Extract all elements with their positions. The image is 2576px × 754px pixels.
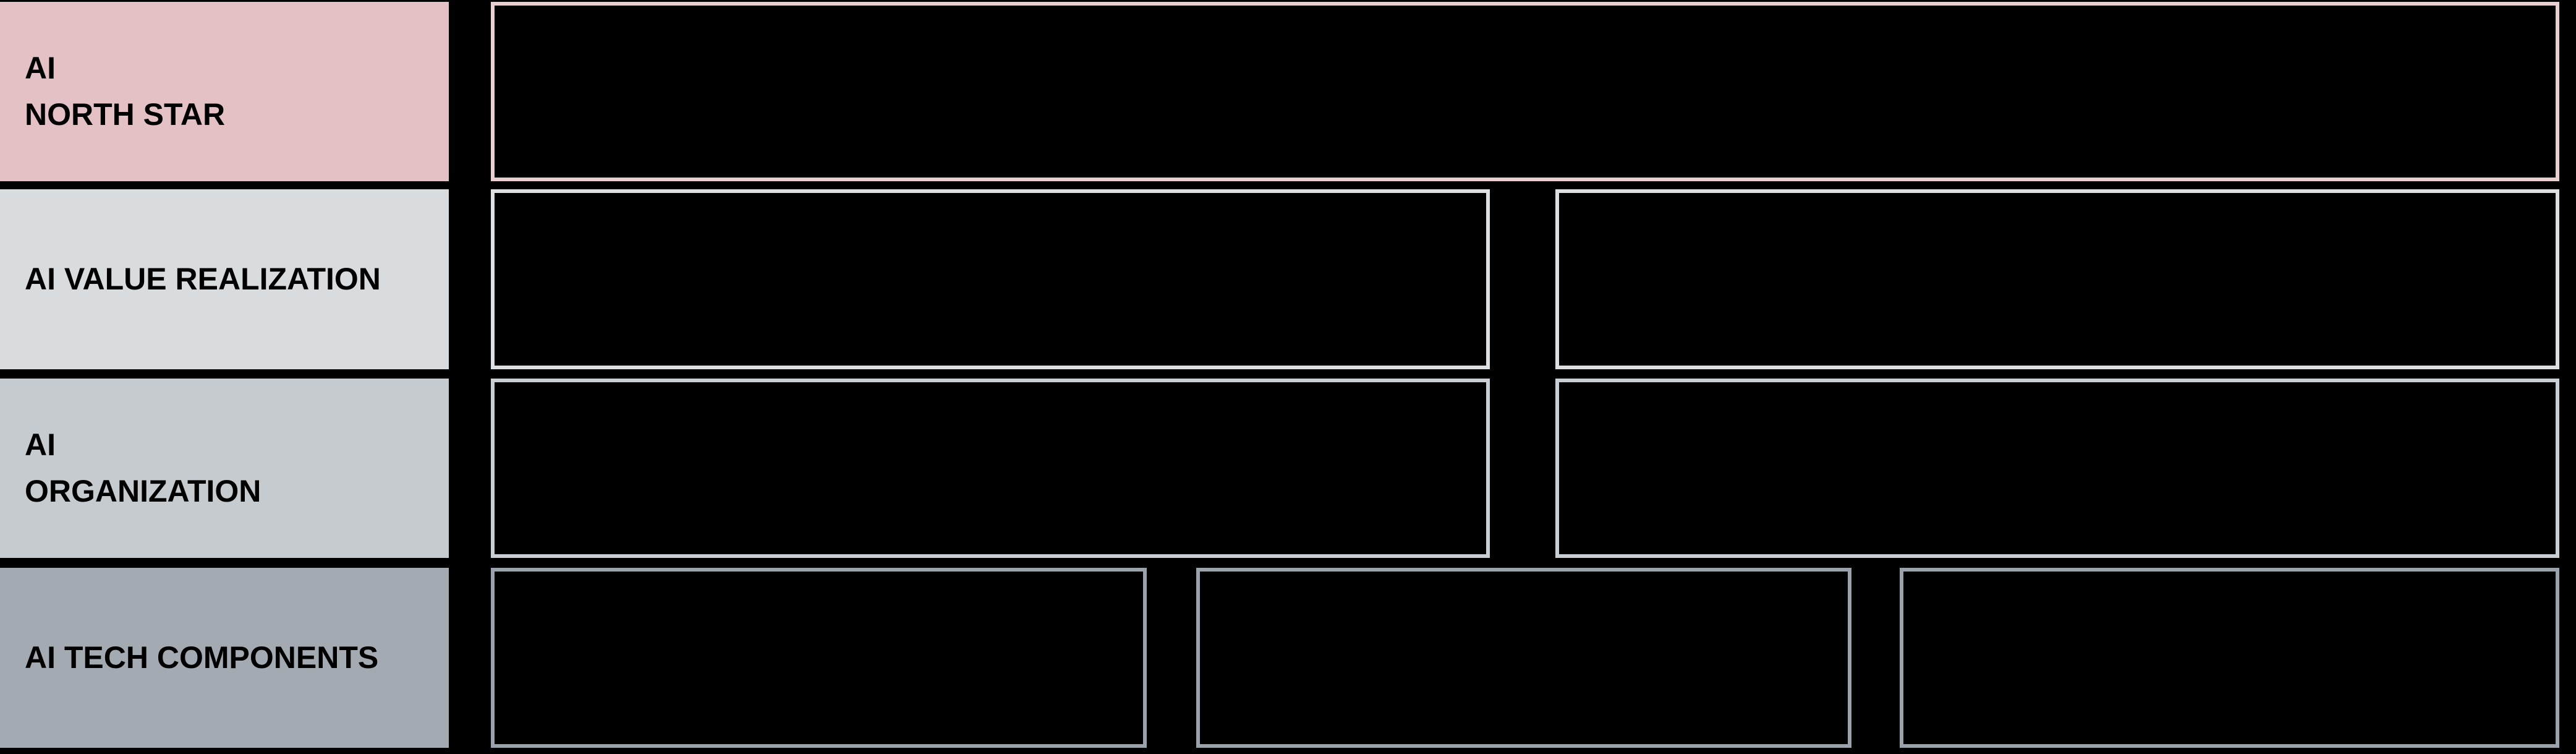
row-label-text: AI VALUE REALIZATION <box>25 262 381 296</box>
row-label-text: AI <box>25 427 56 462</box>
row-label-ai-north-star: AI NORTH STAR <box>0 2 449 181</box>
value-realization-content-box-2 <box>1555 189 2559 369</box>
organization-content-box-1 <box>491 379 1490 558</box>
row-label-text: NORTH STAR <box>25 97 226 132</box>
north-star-content-box <box>491 2 2559 181</box>
row-label-ai-organization: AI ORGANIZATION <box>0 379 449 558</box>
row-label-ai-tech-components: AI TECH COMPONENTS <box>0 568 449 748</box>
row-label-text: ORGANIZATION <box>25 474 261 508</box>
row-label-text: AI TECH COMPONENTS <box>25 640 379 675</box>
row-label-ai-value-realization: AI VALUE REALIZATION <box>0 189 449 369</box>
organization-content-box-2 <box>1555 379 2559 558</box>
row-label-text: AI <box>25 51 56 85</box>
tech-components-content-box-1 <box>491 568 1147 748</box>
tech-components-content-box-2 <box>1196 568 1851 748</box>
value-realization-content-box-1 <box>491 189 1490 369</box>
tech-components-content-box-3 <box>1900 568 2559 748</box>
